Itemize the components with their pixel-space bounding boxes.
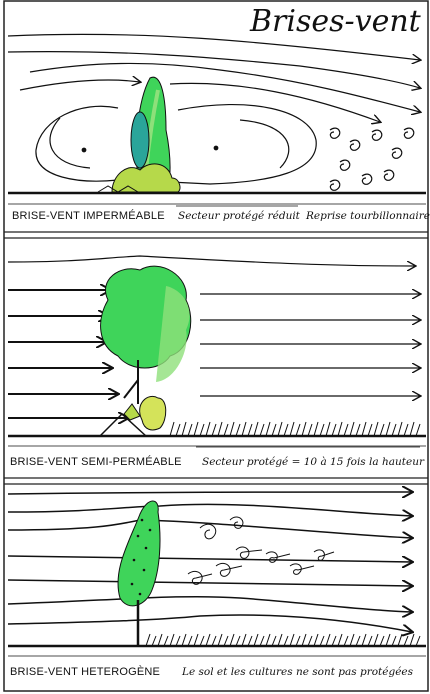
panel-note: Reprise tourbillonnaire bbox=[306, 210, 430, 222]
panel-label-semi-permeable: BRISE-VENT SEMI-PERMÉABLE bbox=[10, 456, 182, 468]
grass-hatch bbox=[146, 634, 420, 646]
panel-label-impermeable: BRISE-VENT IMPERMÉABLE bbox=[12, 210, 165, 222]
wind-streamline bbox=[20, 80, 140, 90]
wind-streamline bbox=[8, 556, 412, 562]
eddy bbox=[340, 160, 350, 170]
hedge-impermeable bbox=[98, 77, 180, 192]
wind-streamline bbox=[8, 580, 412, 586]
eddy bbox=[362, 174, 372, 184]
wind-streamline bbox=[170, 83, 380, 122]
panel-semi-permeable bbox=[8, 256, 420, 396]
panel-impermeable bbox=[8, 34, 420, 190]
wind-streamline bbox=[8, 615, 412, 632]
eddy bbox=[350, 140, 360, 150]
recirculation-loop bbox=[170, 105, 316, 184]
vortex-center bbox=[82, 148, 86, 152]
vortex-center bbox=[214, 146, 218, 150]
eddy bbox=[330, 180, 340, 190]
tree-semi-permeable bbox=[100, 266, 191, 436]
wind-streamline bbox=[8, 520, 412, 538]
eddy bbox=[392, 148, 402, 158]
wind-streamline bbox=[8, 504, 412, 516]
eddy bbox=[384, 170, 394, 180]
eddy bbox=[404, 128, 414, 138]
wind-streamline bbox=[8, 597, 412, 612]
wind-streamline bbox=[8, 492, 412, 494]
recirculation-loop bbox=[36, 106, 120, 181]
eddy bbox=[330, 128, 340, 138]
recirculation-loop bbox=[50, 118, 90, 168]
recirculation-loop bbox=[240, 120, 289, 168]
eddy bbox=[372, 130, 382, 140]
panel-note: Secteur protégé réduit bbox=[178, 210, 300, 222]
panel-heterogeneous bbox=[8, 492, 412, 632]
panel-label-heterogeneous: BRISE-VENT HETEROGÈNE bbox=[10, 666, 160, 678]
panel-note: Le sol et les cultures ne sont pas proté… bbox=[182, 666, 413, 678]
panel-note: Secteur protégé = 10 à 15 fois la hauteu… bbox=[202, 456, 424, 468]
wind-streamline bbox=[8, 256, 415, 266]
grass-hatch bbox=[170, 422, 420, 436]
page-title: Brises-vent bbox=[250, 4, 421, 39]
